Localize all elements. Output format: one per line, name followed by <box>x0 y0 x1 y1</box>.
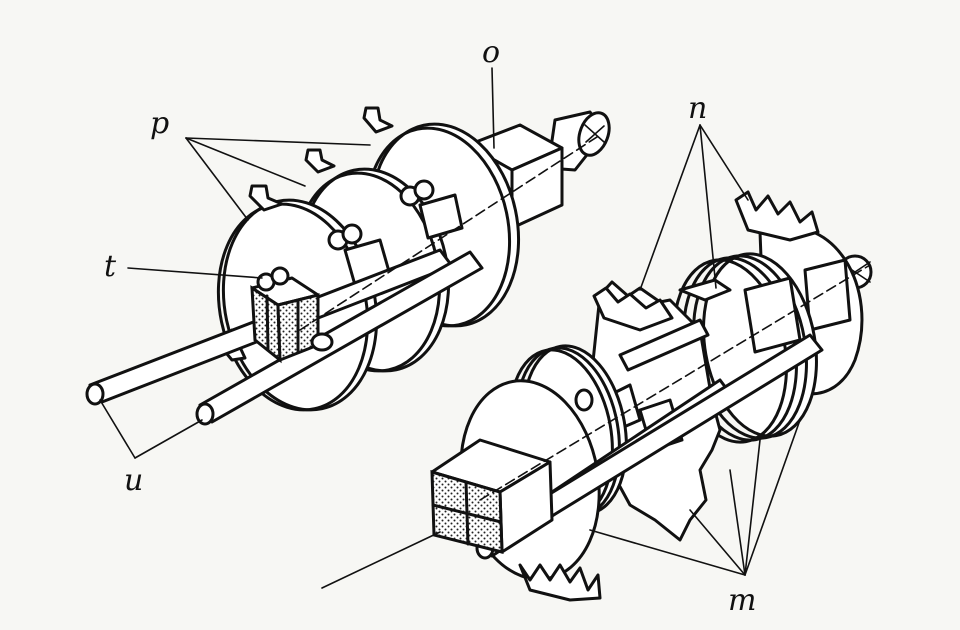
left-assembly <box>85 106 611 426</box>
label-m: m <box>728 583 756 618</box>
label-u: u <box>124 463 143 498</box>
label-t: t <box>104 249 117 284</box>
label-p: p <box>150 106 169 141</box>
label-o: o <box>482 35 500 70</box>
labels: p o t u n m <box>104 35 756 618</box>
right-assembly <box>430 190 873 602</box>
leader-lines <box>99 67 801 589</box>
front-hatched-block <box>430 438 554 554</box>
disc-nuts <box>327 179 435 251</box>
label-n: n <box>688 91 707 126</box>
